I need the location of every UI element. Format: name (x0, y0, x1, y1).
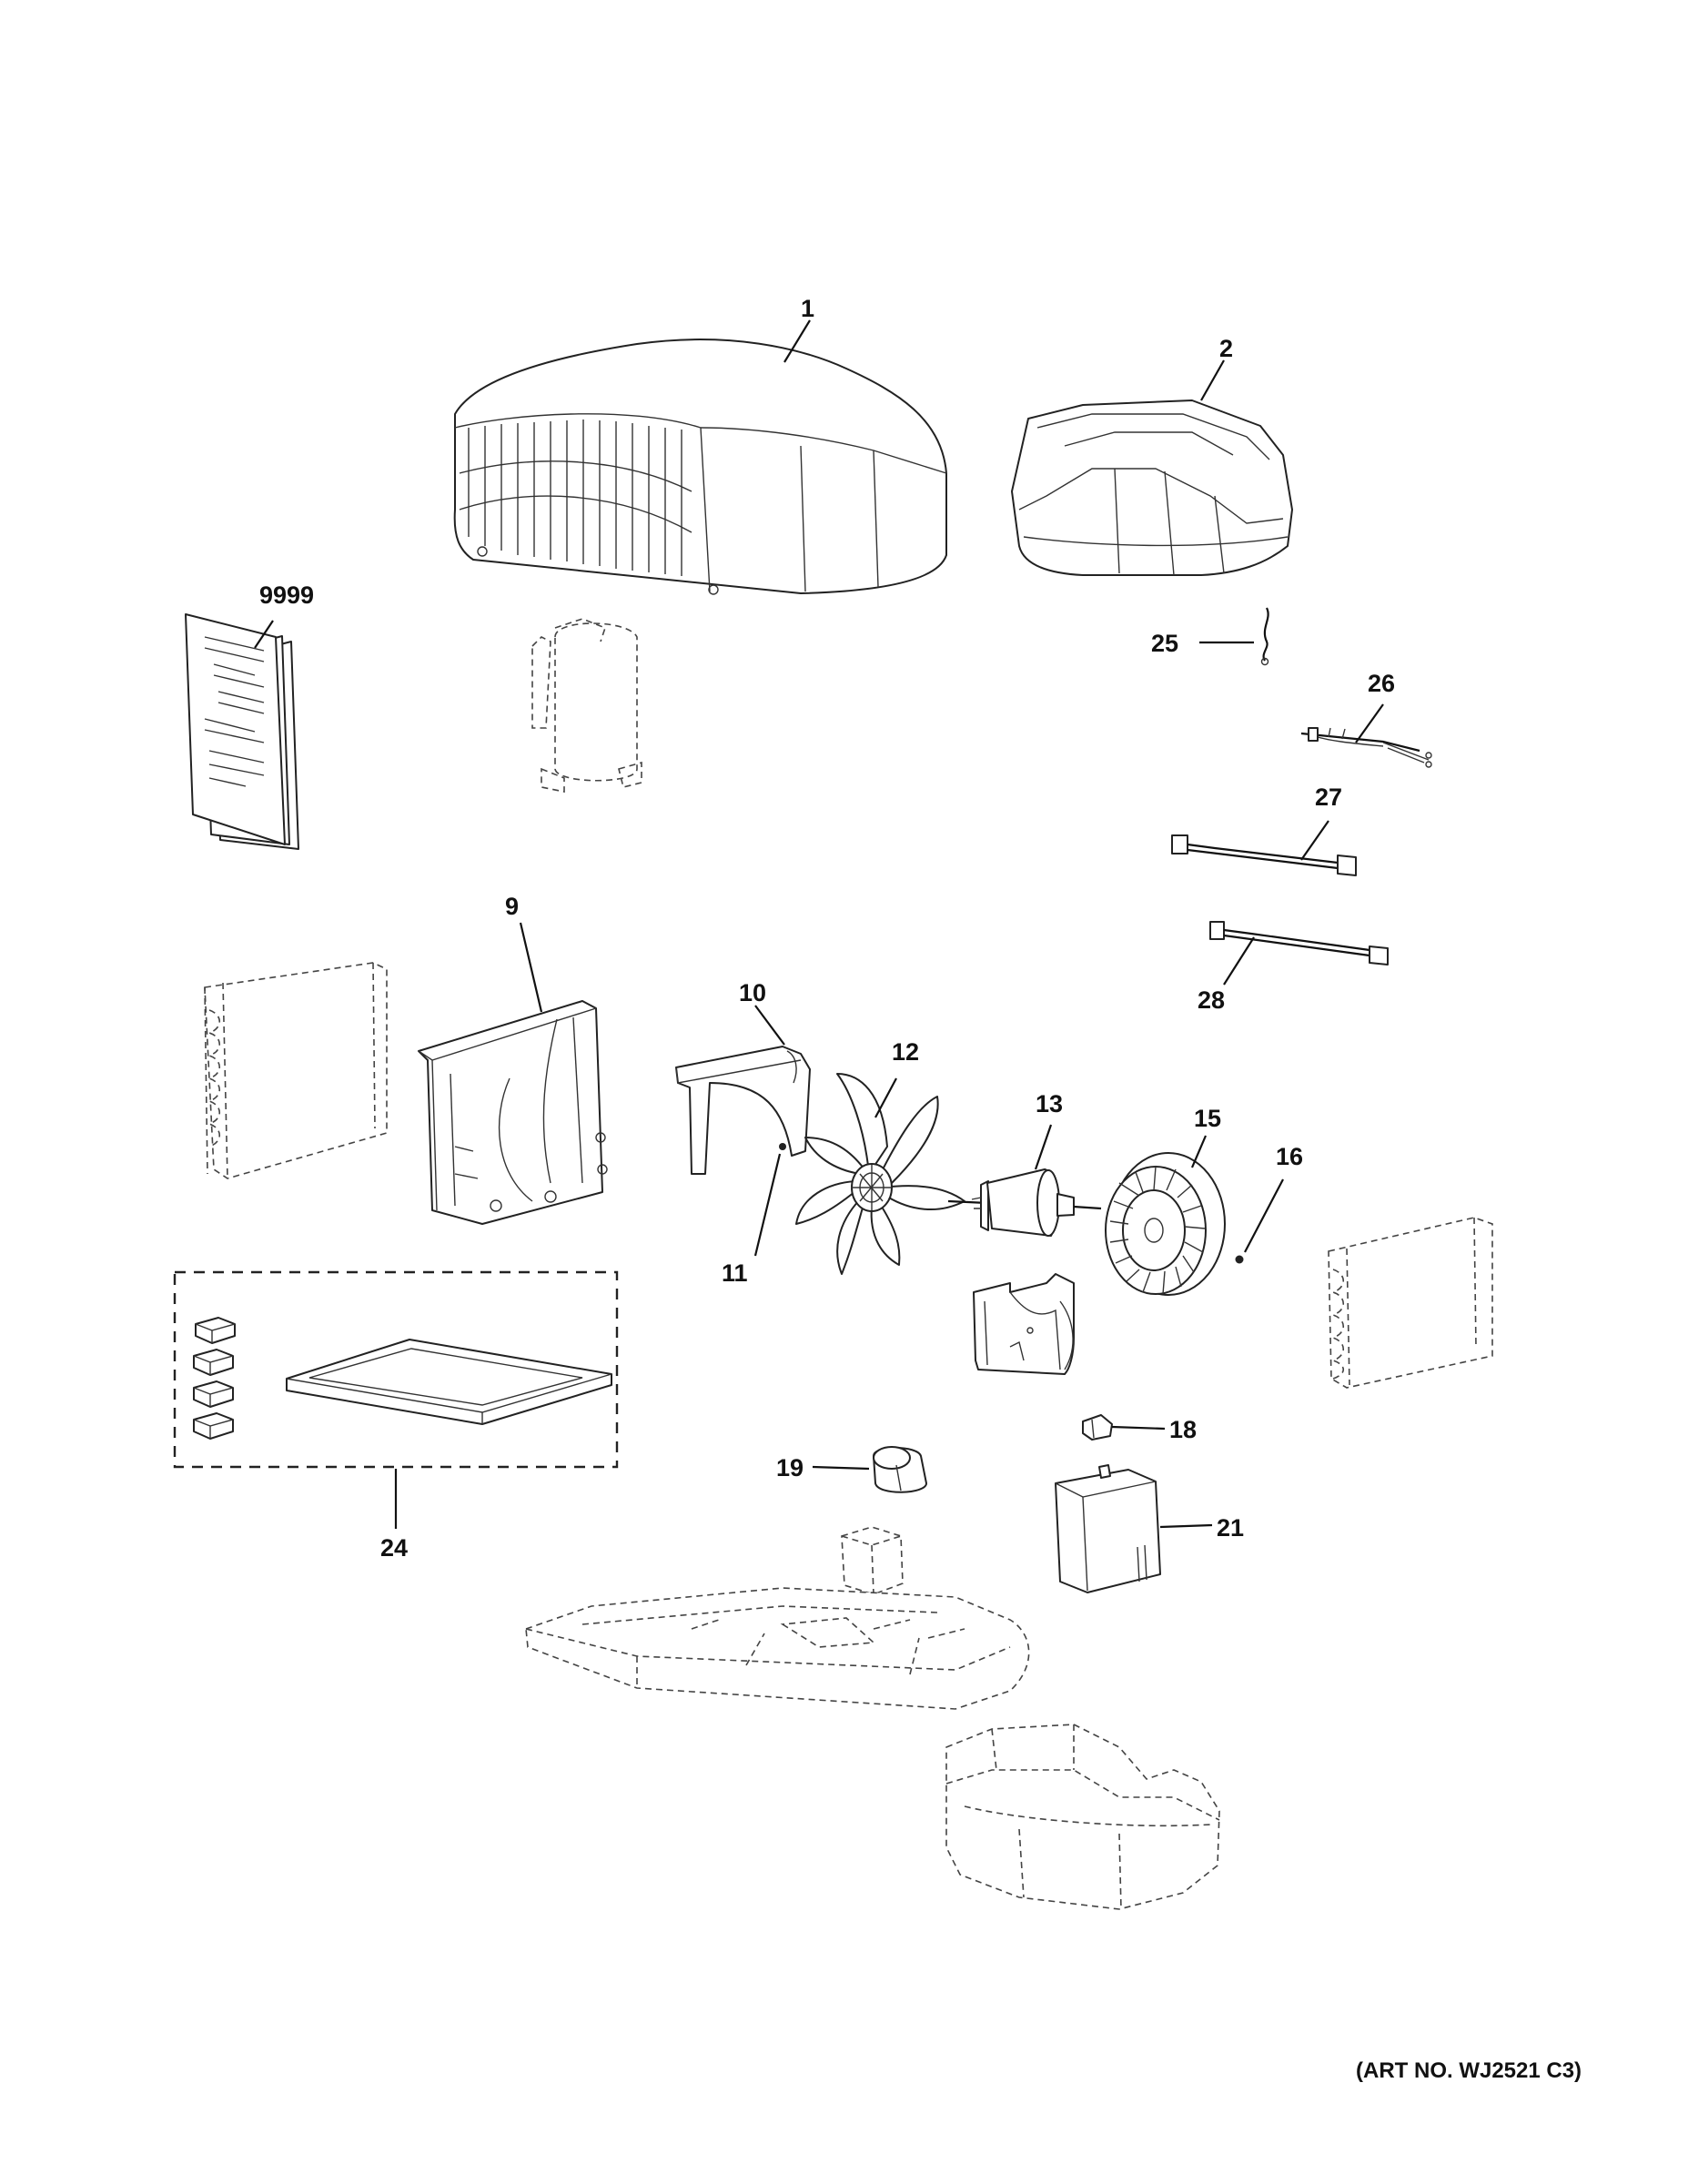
callout-12: 12 (892, 1038, 919, 1066)
callout-1: 1 (801, 295, 814, 322)
part-12-fan-blade[interactable] (795, 1073, 965, 1275)
bottom-housing-reference (945, 1724, 1220, 1910)
art-number: (ART NO. WJ2521 C3) (1356, 2058, 1582, 2083)
callout-19: 19 (776, 1454, 804, 1481)
callout-24: 24 (380, 1534, 408, 1562)
part-19-capacitor[interactable] (873, 1446, 927, 1493)
motor-mount-bracket (973, 1273, 1075, 1375)
callout-18: 18 (1169, 1416, 1197, 1443)
part-18-clip[interactable] (1082, 1414, 1113, 1441)
callout-26: 26 (1368, 670, 1395, 697)
part-10-bracket[interactable] (675, 1046, 811, 1175)
callout-25: 25 (1151, 630, 1178, 657)
part-15-blower-wheel[interactable] (1105, 1152, 1226, 1296)
part-26-harness[interactable] (1300, 727, 1432, 768)
part-13-motor[interactable] (947, 1168, 1102, 1237)
evaporator-coil-reference (1328, 1217, 1493, 1389)
compressor-reference (531, 618, 642, 793)
condenser-coil-reference (204, 962, 388, 1179)
part-2-cover[interactable] (1011, 399, 1293, 576)
part-24-filter-kit[interactable] (173, 1270, 619, 1469)
callout-27: 27 (1315, 784, 1342, 811)
callout-2: 2 (1219, 335, 1233, 362)
callout-15: 15 (1194, 1105, 1221, 1132)
part-21-capacitor-box[interactable] (1055, 1464, 1161, 1593)
callout-9: 9 (505, 893, 519, 920)
callout-28: 28 (1198, 986, 1225, 1014)
part-25-wire[interactable] (1260, 607, 1269, 666)
part-11-nut[interactable] (779, 1143, 786, 1150)
callout-13: 13 (1036, 1090, 1063, 1117)
part-9-fan-shroud[interactable] (418, 1000, 608, 1225)
callout-11: 11 (722, 1259, 748, 1287)
callout-21: 21 (1217, 1514, 1244, 1542)
relay-reference (841, 1526, 904, 1595)
callout-10: 10 (739, 979, 766, 1006)
part-1-shroud[interactable] (453, 339, 947, 595)
part-16-nut[interactable] (1235, 1255, 1244, 1264)
filter-frame (286, 1339, 612, 1425)
filter-blocks (193, 1317, 236, 1440)
base-pan-reference (525, 1587, 1030, 1710)
callout-16: 16 (1276, 1143, 1303, 1170)
part-27-harness[interactable] (1171, 834, 1357, 876)
callout-9999: 9999 (259, 581, 314, 609)
part-28-harness[interactable] (1209, 921, 1389, 966)
part-9999-manual[interactable] (185, 613, 299, 850)
